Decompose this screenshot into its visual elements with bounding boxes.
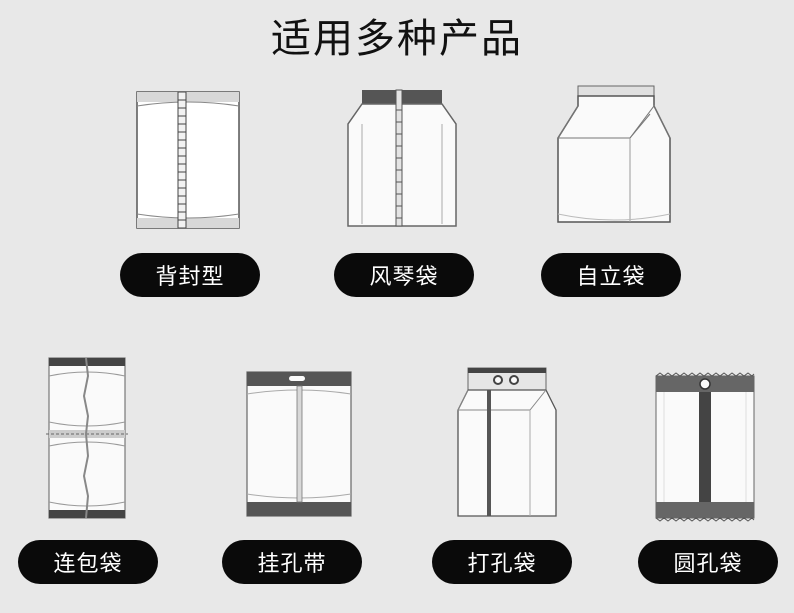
hang-hole-bag-image <box>244 370 354 518</box>
back-seal-bag-image <box>134 88 242 232</box>
product-label: 自立袋 <box>541 253 681 297</box>
gusset-bag-image <box>344 88 460 232</box>
round-hole-bag-image <box>654 372 756 522</box>
product-label: 挂孔带 <box>222 540 362 584</box>
product-label: 圆孔袋 <box>638 540 778 584</box>
punched-hole-bag-image <box>456 366 558 522</box>
product-label: 连包袋 <box>18 540 158 584</box>
product-label: 风琴袋 <box>334 253 474 297</box>
product-label: 背封型 <box>120 253 260 297</box>
connected-bag-image <box>46 356 128 520</box>
product-label: 打孔袋 <box>432 540 572 584</box>
stand-up-bag-image <box>554 84 674 234</box>
page-title: 适用多种产品 <box>271 16 523 62</box>
